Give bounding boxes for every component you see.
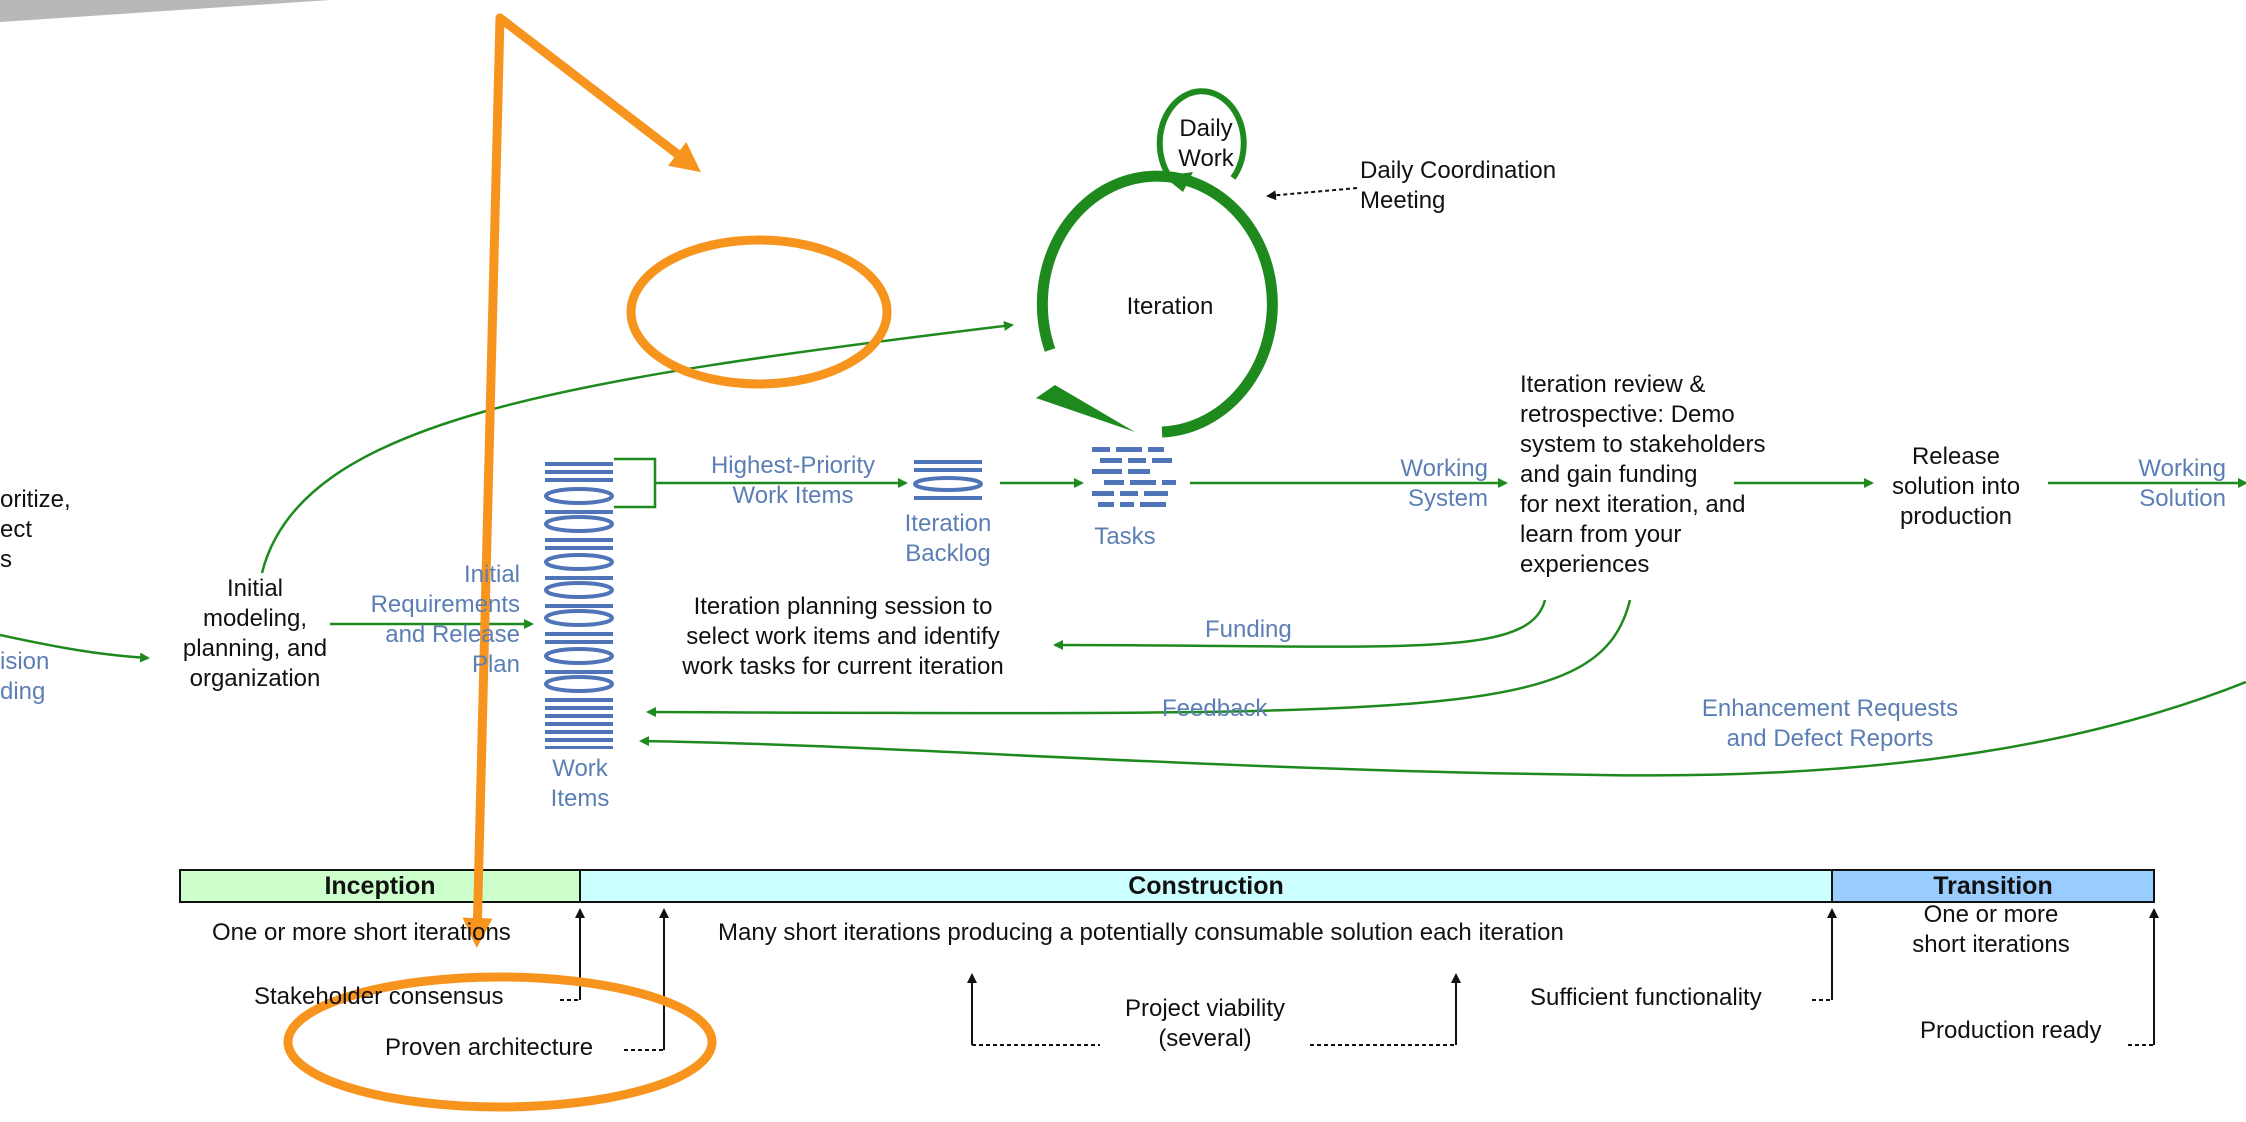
label-daily-coordination-meeting: Daily Coordination Meeting (1360, 157, 1557, 214)
arrow-modeling-to-architecture (260, 321, 1014, 574)
phase-title-inception: Inception (324, 872, 436, 900)
arrow-vision-to-modeling (0, 633, 150, 663)
note-stakeholder-consensus: Stakeholder consensus (254, 983, 504, 1010)
iteration-loop-head (1036, 385, 1135, 432)
arrow-funding (1053, 599, 1547, 651)
note-construction-iterations: Many short iterations producing a potent… (718, 919, 1564, 946)
slide-decoration (0, 0, 330, 22)
label-vision-funding-fragment: ision ding (0, 648, 50, 705)
label-working-solution: Working Solution (2138, 455, 2226, 512)
iteration-backlog-stack (913, 460, 983, 500)
orange-pointer-to-architectural-vision (495, 13, 701, 173)
label-funding: Funding (1205, 616, 1292, 643)
tasks-icon (1092, 447, 1176, 507)
label-daily-work: Daily Work (1178, 115, 1234, 172)
daily-work-loop-head (1163, 172, 1193, 192)
label-iteration-backlog: Iteration Backlog (904, 510, 992, 567)
phase-title-construction: Construction (1128, 872, 1284, 900)
orange-pointer-to-proven-architecture (462, 13, 505, 948)
milestone-dotted-links (560, 999, 2154, 1051)
label-tasks: Tasks (1094, 523, 1156, 550)
label-iteration-planning: Iteration planning session to select wor… (682, 593, 1004, 680)
inception-phase (179, 869, 581, 903)
phase-bar (179, 869, 2155, 903)
bracket-priority (614, 457, 657, 509)
label-feedback: Feedback (1162, 695, 1268, 722)
note-production-ready: Production ready (1920, 1017, 2102, 1044)
highlight-proven-architecture (283, 972, 717, 1112)
note-inception-iterations: One or more short iterations (212, 919, 511, 946)
label-highest-priority-work-items: Highest-Priority Work Items (710, 452, 876, 509)
daily-coordination-pointer (1266, 187, 1358, 201)
label-initial-modeling: Initial modeling, planning, and organiza… (182, 575, 328, 692)
label-iteration: Iteration (1126, 293, 1214, 320)
note-proven-architecture: Proven architecture (385, 1034, 594, 1061)
arrow-feedback (646, 599, 1632, 718)
note-transition-iterations: One or more short iterations (1912, 901, 2070, 958)
iteration-loop (1036, 170, 1278, 438)
label-working-system: Working System (1400, 455, 1488, 512)
label-iteration-review: Iteration review & retrospective: Demo s… (1520, 371, 1766, 578)
highlight-initial-architectural-vision (626, 235, 892, 389)
transition-phase (1831, 869, 2155, 903)
work-items-stack (544, 462, 614, 749)
label-work-items: Work Items (550, 755, 610, 812)
label-initial-requirements: Initial Requirements and Release Plan (370, 561, 520, 678)
arrow-enhancement (639, 680, 2246, 777)
label-enhancement-requests: Enhancement Requests and Defect Reports (1701, 695, 1959, 752)
orange-annotations (283, 13, 892, 1112)
daily-work-loop (1156, 88, 1247, 182)
note-project-viability: Project viability (several) (1124, 995, 1286, 1052)
label-prioritize-fragment: oritize, ect s (0, 486, 71, 573)
flow-arrows (0, 321, 2246, 777)
note-sufficient-functionality: Sufficient functionality (1530, 984, 1762, 1011)
phase-title-transition: Transition (1933, 872, 2053, 900)
milestone-markers (575, 908, 2159, 1050)
label-release-solution: Release solution into production (1891, 443, 2021, 530)
